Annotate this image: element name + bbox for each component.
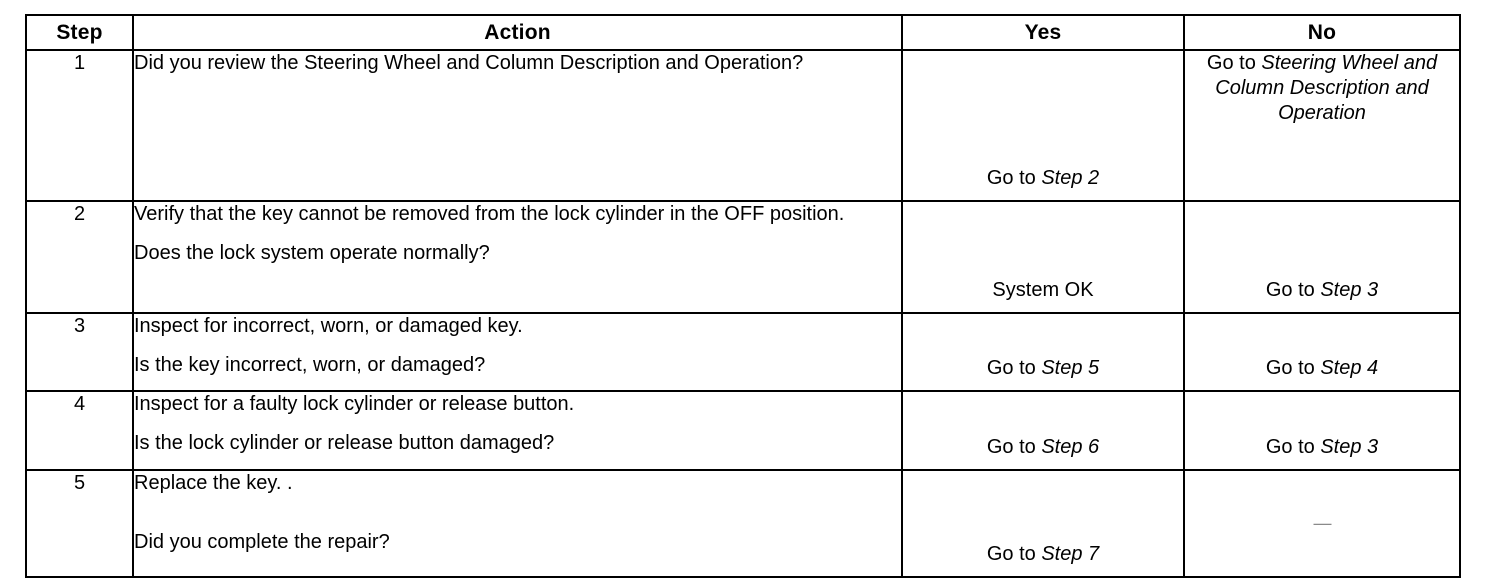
column-header-yes: Yes xyxy=(901,14,1185,51)
yes-prefix: Go to xyxy=(986,436,1042,458)
column-header-action: Action xyxy=(132,14,903,51)
step-number: 3 xyxy=(25,312,134,392)
diagnostic-step-table: Step Action Yes No 1 Did you review the … xyxy=(25,14,1461,578)
action-line: Did you review the Steering Wheel and Co… xyxy=(134,52,804,74)
empty-dash-marker: — xyxy=(1313,513,1332,533)
no-prefix: Go to xyxy=(1206,52,1262,74)
table-row: 1 Did you review the Steering Wheel and … xyxy=(25,49,1461,202)
yes-reference: Step 2 xyxy=(1041,167,1100,189)
step-number: 2 xyxy=(25,200,134,314)
no-result: Go to Step 3 xyxy=(1183,200,1461,314)
action-text: Inspect for a faulty lock cylinder or re… xyxy=(132,390,903,471)
table-row: 4 Inspect for a faulty lock cylinder or … xyxy=(25,390,1461,471)
yes-result: Go to Step 6 xyxy=(901,390,1185,471)
action-text: Verify that the key cannot be removed fr… xyxy=(132,200,903,314)
action-line: Verify that the key cannot be removed fr… xyxy=(134,203,845,225)
action-text: Replace the key. . Did you complete the … xyxy=(132,469,903,578)
yes-result: Go to Step 7 xyxy=(901,469,1185,578)
action-question: Does the lock system operate normally? xyxy=(134,242,490,264)
no-result: Go to Steering Wheel and Column Descript… xyxy=(1183,49,1461,202)
column-header-no: No xyxy=(1183,14,1461,51)
no-reference: Step 4 xyxy=(1320,357,1379,379)
no-prefix: Go to xyxy=(1265,279,1321,301)
step-number: 5 xyxy=(25,469,134,578)
yes-prefix: Go to xyxy=(986,167,1042,189)
yes-result: Go to Step 2 xyxy=(901,49,1185,202)
action-text: Inspect for incorrect, worn, or damaged … xyxy=(132,312,903,392)
action-question: Is the key incorrect, worn, or damaged? xyxy=(134,354,486,376)
no-result: — xyxy=(1183,469,1461,578)
step-number: 1 xyxy=(25,49,134,202)
no-prefix: Go to xyxy=(1265,436,1321,458)
column-header-step: Step xyxy=(25,14,134,51)
action-question: Did you complete the repair? xyxy=(134,531,390,553)
no-result: Go to Step 3 xyxy=(1183,390,1461,471)
yes-result: System OK xyxy=(901,200,1185,314)
yes-reference: Step 5 xyxy=(1041,357,1100,379)
no-prefix: Go to xyxy=(1265,357,1321,379)
no-reference: Step 3 xyxy=(1320,279,1379,301)
yes-prefix: Go to xyxy=(986,543,1042,565)
action-line: Inspect for a faulty lock cylinder or re… xyxy=(134,393,575,415)
table-row: 3 Inspect for incorrect, worn, or damage… xyxy=(25,312,1461,392)
yes-reference: Step 6 xyxy=(1041,436,1100,458)
table-row: 2 Verify that the key cannot be removed … xyxy=(25,200,1461,314)
yes-reference: Step 7 xyxy=(1041,543,1100,565)
no-reference: Steering Wheel and Column Description an… xyxy=(1215,52,1438,124)
action-question: Is the lock cylinder or release button d… xyxy=(134,432,555,454)
action-text: Did you review the Steering Wheel and Co… xyxy=(132,49,903,202)
no-result: Go to Step 4 xyxy=(1183,312,1461,392)
step-number: 4 xyxy=(25,390,134,471)
no-reference: Step 3 xyxy=(1320,436,1379,458)
table-row: 5 Replace the key. . Did you complete th… xyxy=(25,469,1461,578)
action-line: Inspect for incorrect, worn, or damaged … xyxy=(134,315,523,337)
table-header-row: Step Action Yes No xyxy=(25,14,1461,51)
yes-prefix: System OK xyxy=(992,279,1094,301)
yes-prefix: Go to xyxy=(986,357,1042,379)
yes-result: Go to Step 5 xyxy=(901,312,1185,392)
action-line: Replace the key. . xyxy=(134,472,293,494)
